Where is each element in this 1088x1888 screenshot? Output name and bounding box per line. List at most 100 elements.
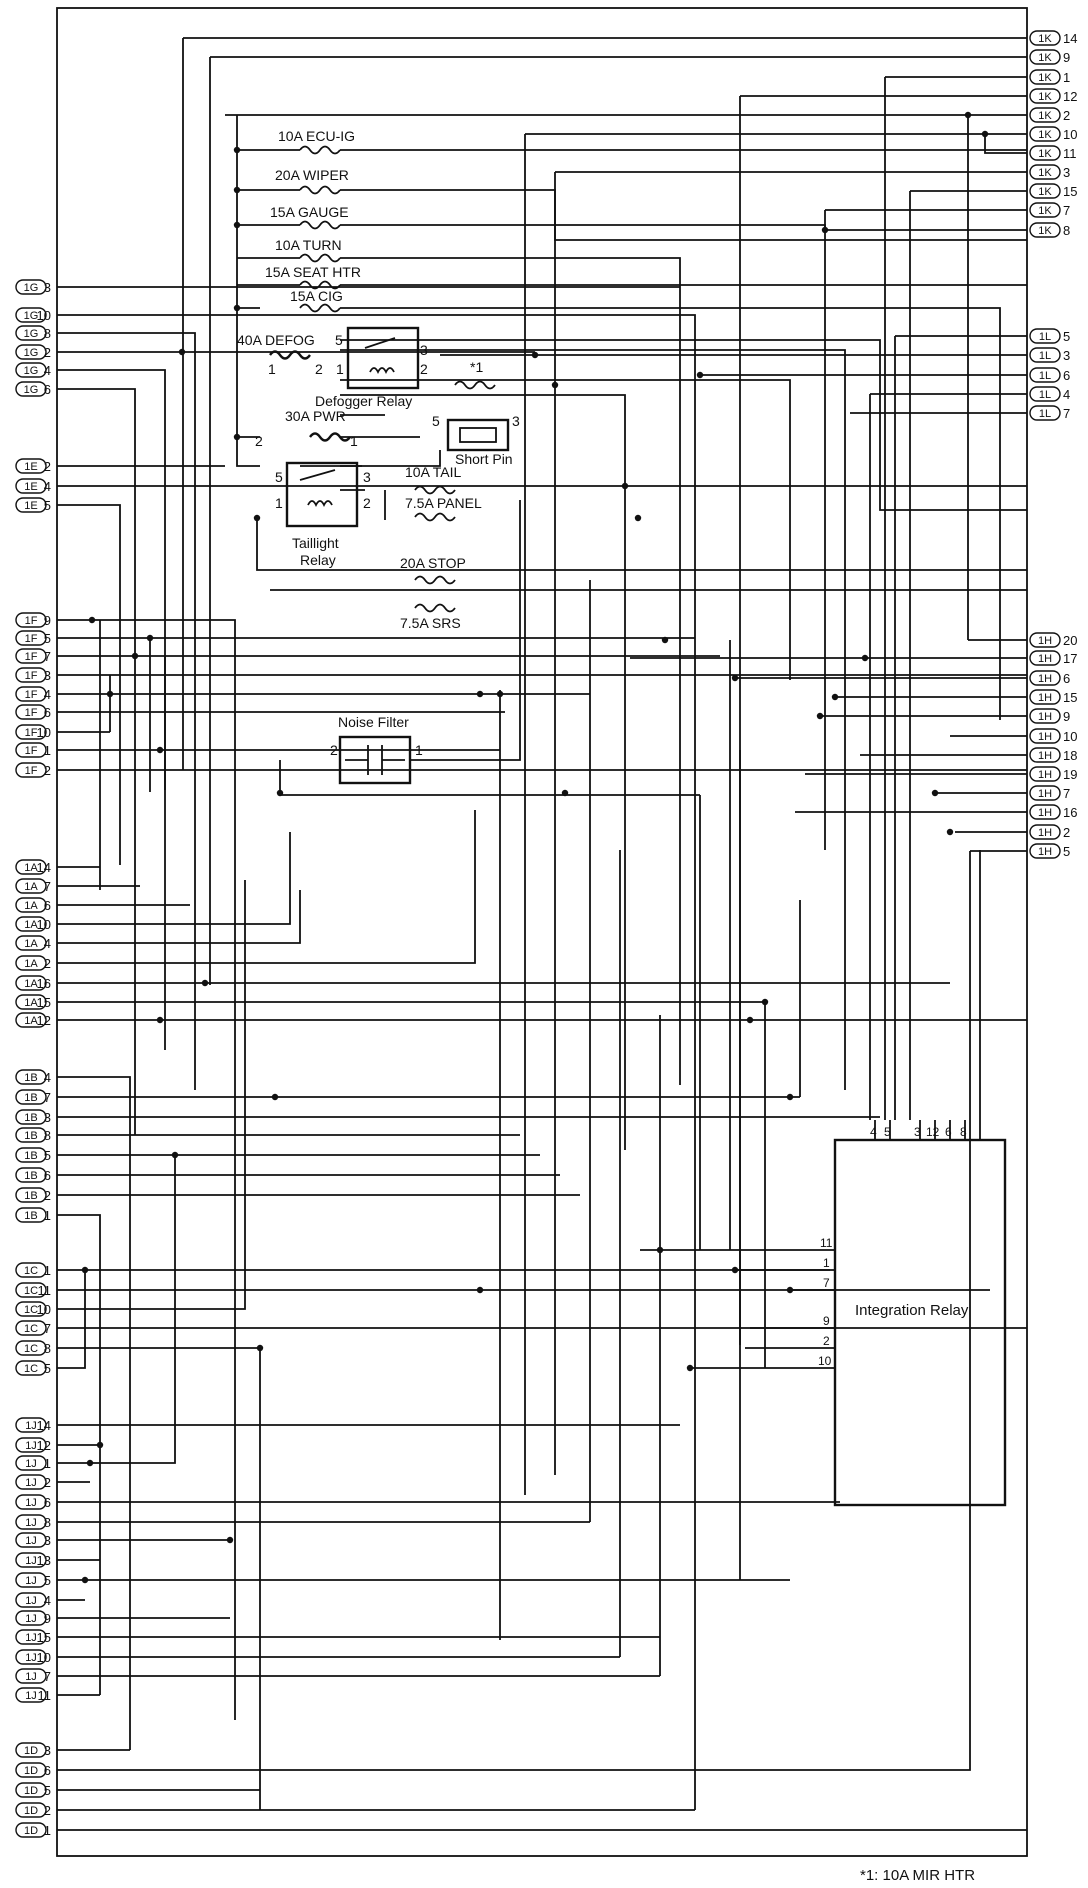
fuse-label: 10A TURN <box>275 237 342 253</box>
connector-pin: 9 <box>1063 50 1070 65</box>
connector-badge <box>1029 708 1061 724</box>
connector-pin: 7 <box>1063 786 1070 801</box>
connector-pin: 2 <box>44 459 51 474</box>
connector-id: 1D <box>24 1745 38 1757</box>
connector-pin: 3 <box>44 280 51 295</box>
connector-badge <box>15 1494 47 1510</box>
connector-badge <box>15 724 47 740</box>
connector-id: 1J <box>25 1575 37 1587</box>
connector-pin: 1 <box>1063 70 1070 85</box>
connector-pin: 6 <box>44 382 51 397</box>
connector-badge <box>15 1742 47 1758</box>
connector-badge <box>15 975 47 991</box>
connector-pin: 3 <box>44 668 51 683</box>
connector-id: 1K <box>1038 52 1052 64</box>
connector-badge <box>1029 164 1061 180</box>
ir-top-pin: 12 <box>926 1125 940 1139</box>
connector-badge <box>15 1437 47 1453</box>
connector-pin: 17 <box>1063 651 1077 666</box>
connector-id: 1B <box>24 1072 37 1084</box>
connector-pin: 6 <box>44 1168 51 1183</box>
connector-pin: 1 <box>44 1456 51 1471</box>
connector-id: 1B <box>24 1150 37 1162</box>
ir-left-pin: 9 <box>823 1314 830 1328</box>
junction-block-frame <box>56 7 1028 1857</box>
wire-bundle <box>57 37 1027 1831</box>
relay-labels: Defogger Relay 5 3 1 2 1 2 Taillight Rel… <box>255 332 969 1319</box>
connector-badge <box>1029 222 1061 238</box>
connector-pin: 11 <box>1063 146 1077 161</box>
connector-pin: 7 <box>44 1669 51 1684</box>
connector-pin: 14 <box>37 1418 51 1433</box>
connector-badge <box>15 1012 47 1028</box>
connector-pin: 4 <box>44 479 51 494</box>
connector-pin: 8 <box>44 1515 51 1530</box>
connector-id: 1K <box>1038 148 1052 160</box>
noise-filter <box>338 735 412 785</box>
connector-badge <box>15 878 47 894</box>
connector-id: 1L <box>1039 331 1051 343</box>
connector-id: 1J <box>25 1690 37 1702</box>
connector-pin-label: 1K 11 <box>1029 145 1077 161</box>
connector-badge <box>1029 202 1061 218</box>
connector-pin: 3 <box>1063 348 1070 363</box>
fuse-label: 15A GAUGE <box>270 204 349 220</box>
footnote: *1: 10A MIR HTR <box>860 1867 975 1884</box>
connector-pin: 15 <box>1063 184 1077 199</box>
fuse-label: 40A DEFOG <box>237 332 315 348</box>
integration-relay-name: Integration Relay <box>855 1302 969 1319</box>
connector-badge <box>15 1822 47 1838</box>
connector-pin-label: 1K 9 <box>1029 49 1070 65</box>
defogger-pin: 2 <box>420 361 428 377</box>
connector-badge <box>1029 386 1061 402</box>
connector-pin: 3 <box>1063 165 1070 180</box>
connector-id: 1A <box>24 958 38 970</box>
connector-id: 1J <box>25 1497 37 1509</box>
connector-badge <box>1029 804 1061 820</box>
defogger-relay-name: Defogger Relay <box>315 393 412 409</box>
connector-id: 1B <box>24 1170 37 1182</box>
connector-badge <box>15 307 47 323</box>
connector-badge <box>15 1301 47 1317</box>
connector-id: 1G <box>24 347 39 359</box>
defogger-pin: 2 <box>315 361 323 377</box>
connector-id: 1A <box>24 881 38 893</box>
connector-id: 1J <box>25 1555 37 1567</box>
connector-id: 1C <box>24 1304 38 1316</box>
connector-id: 1A <box>24 1015 38 1027</box>
connector-badge <box>15 1687 47 1703</box>
connector-id: 1A <box>24 862 38 874</box>
connector-id: 1G <box>24 328 39 340</box>
connector-badge <box>15 667 47 683</box>
connector-id: 1C <box>24 1285 38 1297</box>
connector-pin: 15 <box>37 995 51 1010</box>
connector-pin: 9 <box>44 613 51 628</box>
connector-pin: 13 <box>37 1553 51 1568</box>
connector-badge <box>1029 126 1061 142</box>
